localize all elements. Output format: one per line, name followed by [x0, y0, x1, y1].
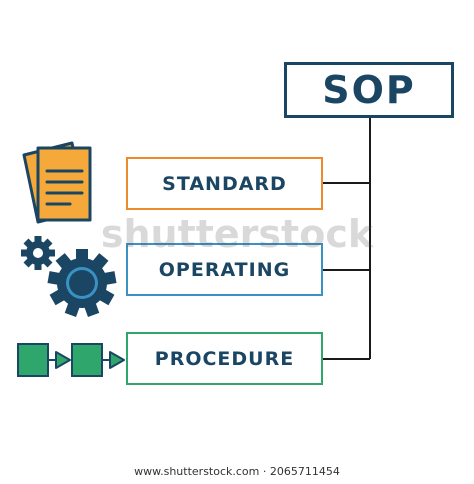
- term-label-operating: OPERATING: [158, 258, 291, 281]
- term-box-standard: STANDARD: [126, 157, 323, 210]
- documents-icon: [22, 141, 92, 224]
- footer-credit: www.shutterstock.com · 2065711454: [0, 460, 474, 484]
- term-box-procedure: PROCEDURE: [126, 332, 323, 385]
- acronym-box: SOP: [284, 62, 454, 118]
- term-label-procedure: PROCEDURE: [154, 347, 295, 370]
- term-box-operating: OPERATING: [126, 243, 323, 296]
- acronym-text: SOP: [322, 68, 416, 112]
- process-flow-icon: [17, 343, 125, 377]
- term-label-standard: STANDARD: [162, 172, 287, 195]
- watermark: shutterstock: [100, 212, 374, 256]
- gears-icon: [21, 236, 117, 318]
